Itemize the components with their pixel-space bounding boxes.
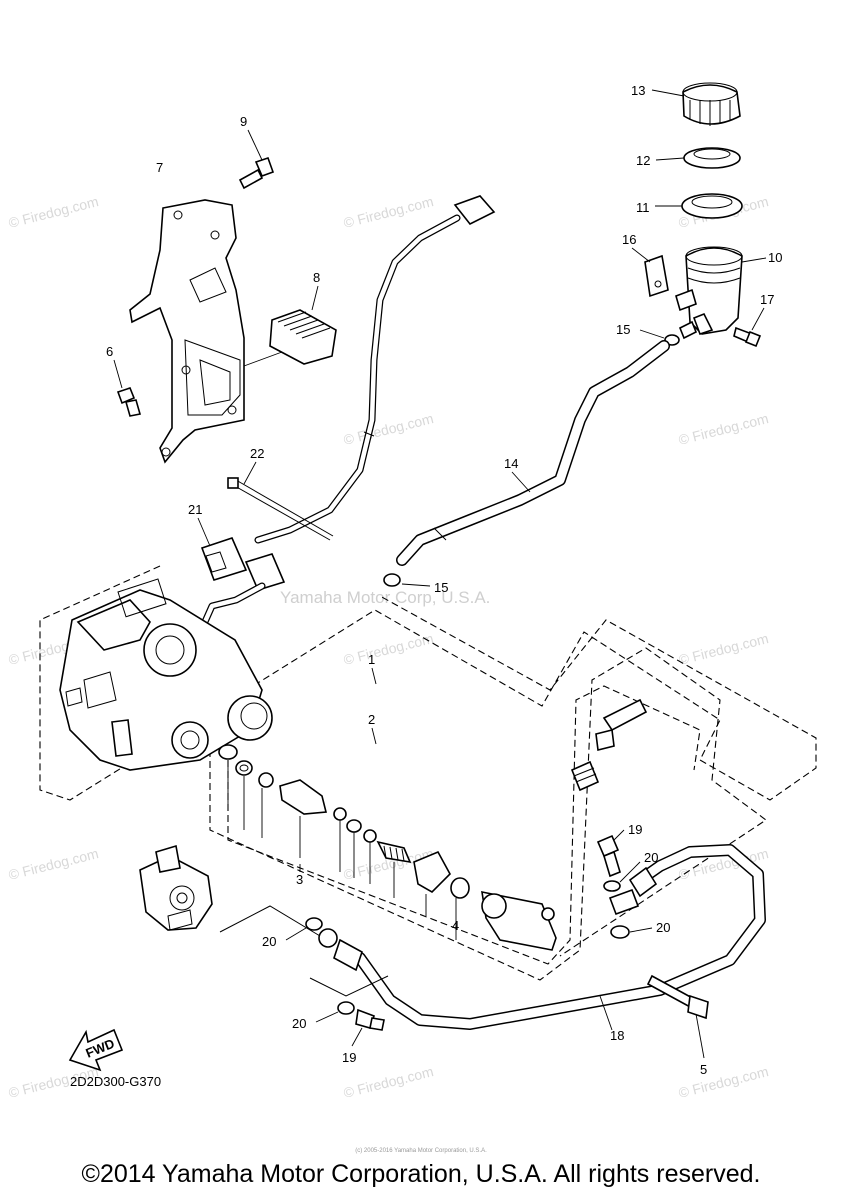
callout-20-right: 20 [656,920,670,935]
callout-9: 9 [240,114,247,129]
callout-15-lower: 15 [434,580,448,595]
watermark: © Firedog.com [342,193,435,231]
clamp-part-15-lower [383,573,431,587]
watermark: © Firedog.com [7,193,100,231]
callout-5: 5 [700,1062,707,1077]
washer-part-20-lower-b [315,1001,355,1023]
watermark: © Firedog.com [677,630,770,668]
clip-part-16 [631,247,669,298]
callout-18: 18 [610,1028,624,1043]
assembly-outline-2 [209,647,767,981]
callout-14: 14 [504,456,518,471]
callout-6: 6 [106,344,113,359]
callout-20-upper: 20 [644,850,658,865]
bolt-part-19-upper [596,829,625,878]
lever-holder [139,844,213,931]
callouts: 1 2 3 4 5 6 7 8 9 10 11 12 13 14 15 15 1… [106,83,782,1077]
band-part-22 [227,461,334,541]
fwd-arrow-icon: FWD [68,1028,124,1072]
clutch-hose-part-18 [318,844,766,1031]
watermark: © Firedog.com [342,630,435,668]
coupler-part-21 [197,517,286,628]
watermark: © Firedog.com [677,1063,770,1101]
callout-15-upper: 15 [616,322,630,337]
clamp-part-15-upper [639,320,698,346]
callout-3: 3 [296,872,303,887]
reservoir-tank-part-10 [675,246,767,336]
callout-17: 17 [760,292,774,307]
callout-1: 1 [368,652,375,667]
watermark-center: Yamaha Motor Corp, U.S.A. [280,588,490,607]
callout-11: 11 [636,200,650,215]
callout-22: 22 [250,446,264,461]
callout-8: 8 [313,270,320,285]
assembly-outline-1 [39,565,817,801]
reservoir-cap-part-13 [651,82,741,126]
master-cylinder-body-part-1 [59,578,273,771]
bolt-part-5 [646,974,709,1059]
callout-10: 10 [768,250,782,265]
bolt-part-9 [238,129,275,190]
callout-19-upper: 19 [628,822,642,837]
callout-19-lower: 19 [342,1050,356,1065]
diagram-code: 2D2D300-G370 [70,1074,161,1089]
watermark: © Firedog.com [342,410,435,448]
washer-part-20-lower-a [285,917,323,941]
reservoir-hose-part-14 [396,340,670,566]
callout-13: 13 [631,83,645,98]
bracket-part-7 [129,199,245,464]
slave-cylinder [481,890,557,951]
diaphragm-part-11 [655,193,743,219]
callout-20-lower-b: 20 [292,1016,306,1031]
rectifier-part-8 [243,285,337,367]
leader-lower-group [219,905,389,997]
watermark: © Firedog.com [677,410,770,448]
assembly-outline-3 [227,685,701,965]
washer-part-20-right [610,925,653,939]
bolt-part-6 [113,359,142,417]
piston-kit-parts [218,744,470,930]
screw-part-17 [733,307,765,348]
callout-7: 7 [156,160,163,175]
tiny-copyright: (c) 2005-2016 Yamaha Motor Corporation, … [355,1148,487,1154]
callout-21: 21 [188,502,202,517]
wire-harness [254,195,496,544]
washer-part-20-upper [603,861,641,892]
callout-4: 4 [452,918,459,933]
footer-copyright: ©2014 Yamaha Motor Corporation, U.S.A. A… [81,1160,761,1188]
callout-leaders [299,667,457,940]
watermark: © Firedog.com [7,845,100,883]
fitting-upper-right [570,698,648,792]
callout-12: 12 [636,153,650,168]
diaphragm-plate-part-12 [655,147,741,169]
watermark: © Firedog.com [342,1063,435,1101]
callout-16: 16 [622,232,636,247]
callout-20-lower-a: 20 [262,934,276,949]
bolt-part-19-lower [351,1008,385,1047]
callout-2: 2 [368,712,375,727]
